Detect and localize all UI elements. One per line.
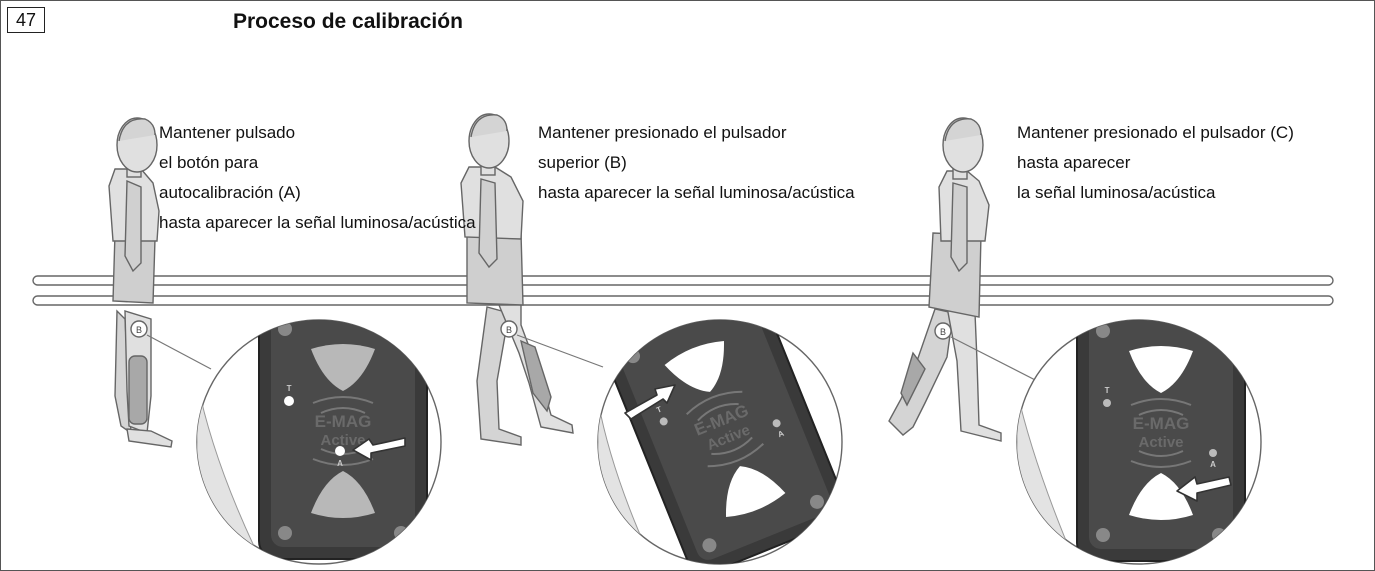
device-brand-line1: E-MAG: [1133, 414, 1190, 433]
led-t: [284, 396, 294, 406]
step-2-line-3: hasta aparecer la señal luminosa/acústic…: [538, 183, 855, 202]
device-brand-line2: Active: [320, 432, 365, 449]
led-t-label: T: [1105, 386, 1110, 395]
led-a-label: A: [337, 459, 343, 468]
figure-title: Proceso de calibración: [233, 10, 463, 33]
step-1-line-2: el botón para: [159, 153, 259, 172]
arrow-to-button-b: [624, 384, 676, 420]
person-step-3: B: [888, 117, 1002, 442]
step-3-instructions: Mantener presionado el pulsador (C) hast…: [1017, 118, 1294, 208]
step-1-instructions: Mantener pulsado el botón para autocalib…: [159, 118, 476, 238]
step-1-line-3: autocalibración (A): [159, 183, 301, 202]
person-step-2: B: [460, 113, 574, 446]
device-brand-line1: E-MAG: [315, 412, 372, 431]
button-c-pressed: [1129, 473, 1193, 520]
person-step-1: B: [108, 117, 173, 448]
step-1-line-1: Mantener pulsado: [159, 123, 296, 142]
step-3-line-2: hasta aparecer: [1017, 153, 1131, 172]
parallel-bars: [32, 275, 1334, 306]
zoom-detail-step-3: E-MAG Active T A: [1016, 319, 1262, 565]
figure-number: 47: [7, 7, 45, 33]
step-3-line-3: la señal luminosa/acústica: [1017, 183, 1216, 202]
arrow-to-button-a: [352, 437, 406, 461]
step-3-line-1: Mantener presionado el pulsador (C): [1017, 123, 1294, 142]
zoom-detail-step-2: E-MAG Active T A: [597, 319, 843, 565]
step-1-line-4: hasta aparecer la señal luminosa/acústic…: [159, 213, 476, 232]
button-a: [335, 446, 345, 456]
led-a-label: A: [777, 429, 786, 440]
button-b-pressed: [664, 340, 724, 392]
arrow-to-button-c: [1176, 476, 1232, 502]
device-brand-line2: Active: [1138, 434, 1183, 451]
zoom-detail-step-1: E-MAG Active T A: [196, 319, 442, 565]
step-2-line-1: Mantener presionado el pulsador: [538, 123, 787, 142]
led-t-label: T: [655, 405, 663, 415]
led-a-label: A: [1210, 460, 1216, 469]
step-2-instructions: Mantener presionado el pulsador superior…: [538, 118, 855, 208]
leader-lines: [146, 334, 1046, 386]
led-t-label: T: [287, 384, 292, 393]
knee-badge-label-1: B: [136, 325, 142, 335]
step-2-line-2: superior (B): [538, 153, 627, 172]
knee-badge-label-3: B: [940, 327, 946, 337]
knee-badge-label-2: B: [506, 325, 512, 335]
